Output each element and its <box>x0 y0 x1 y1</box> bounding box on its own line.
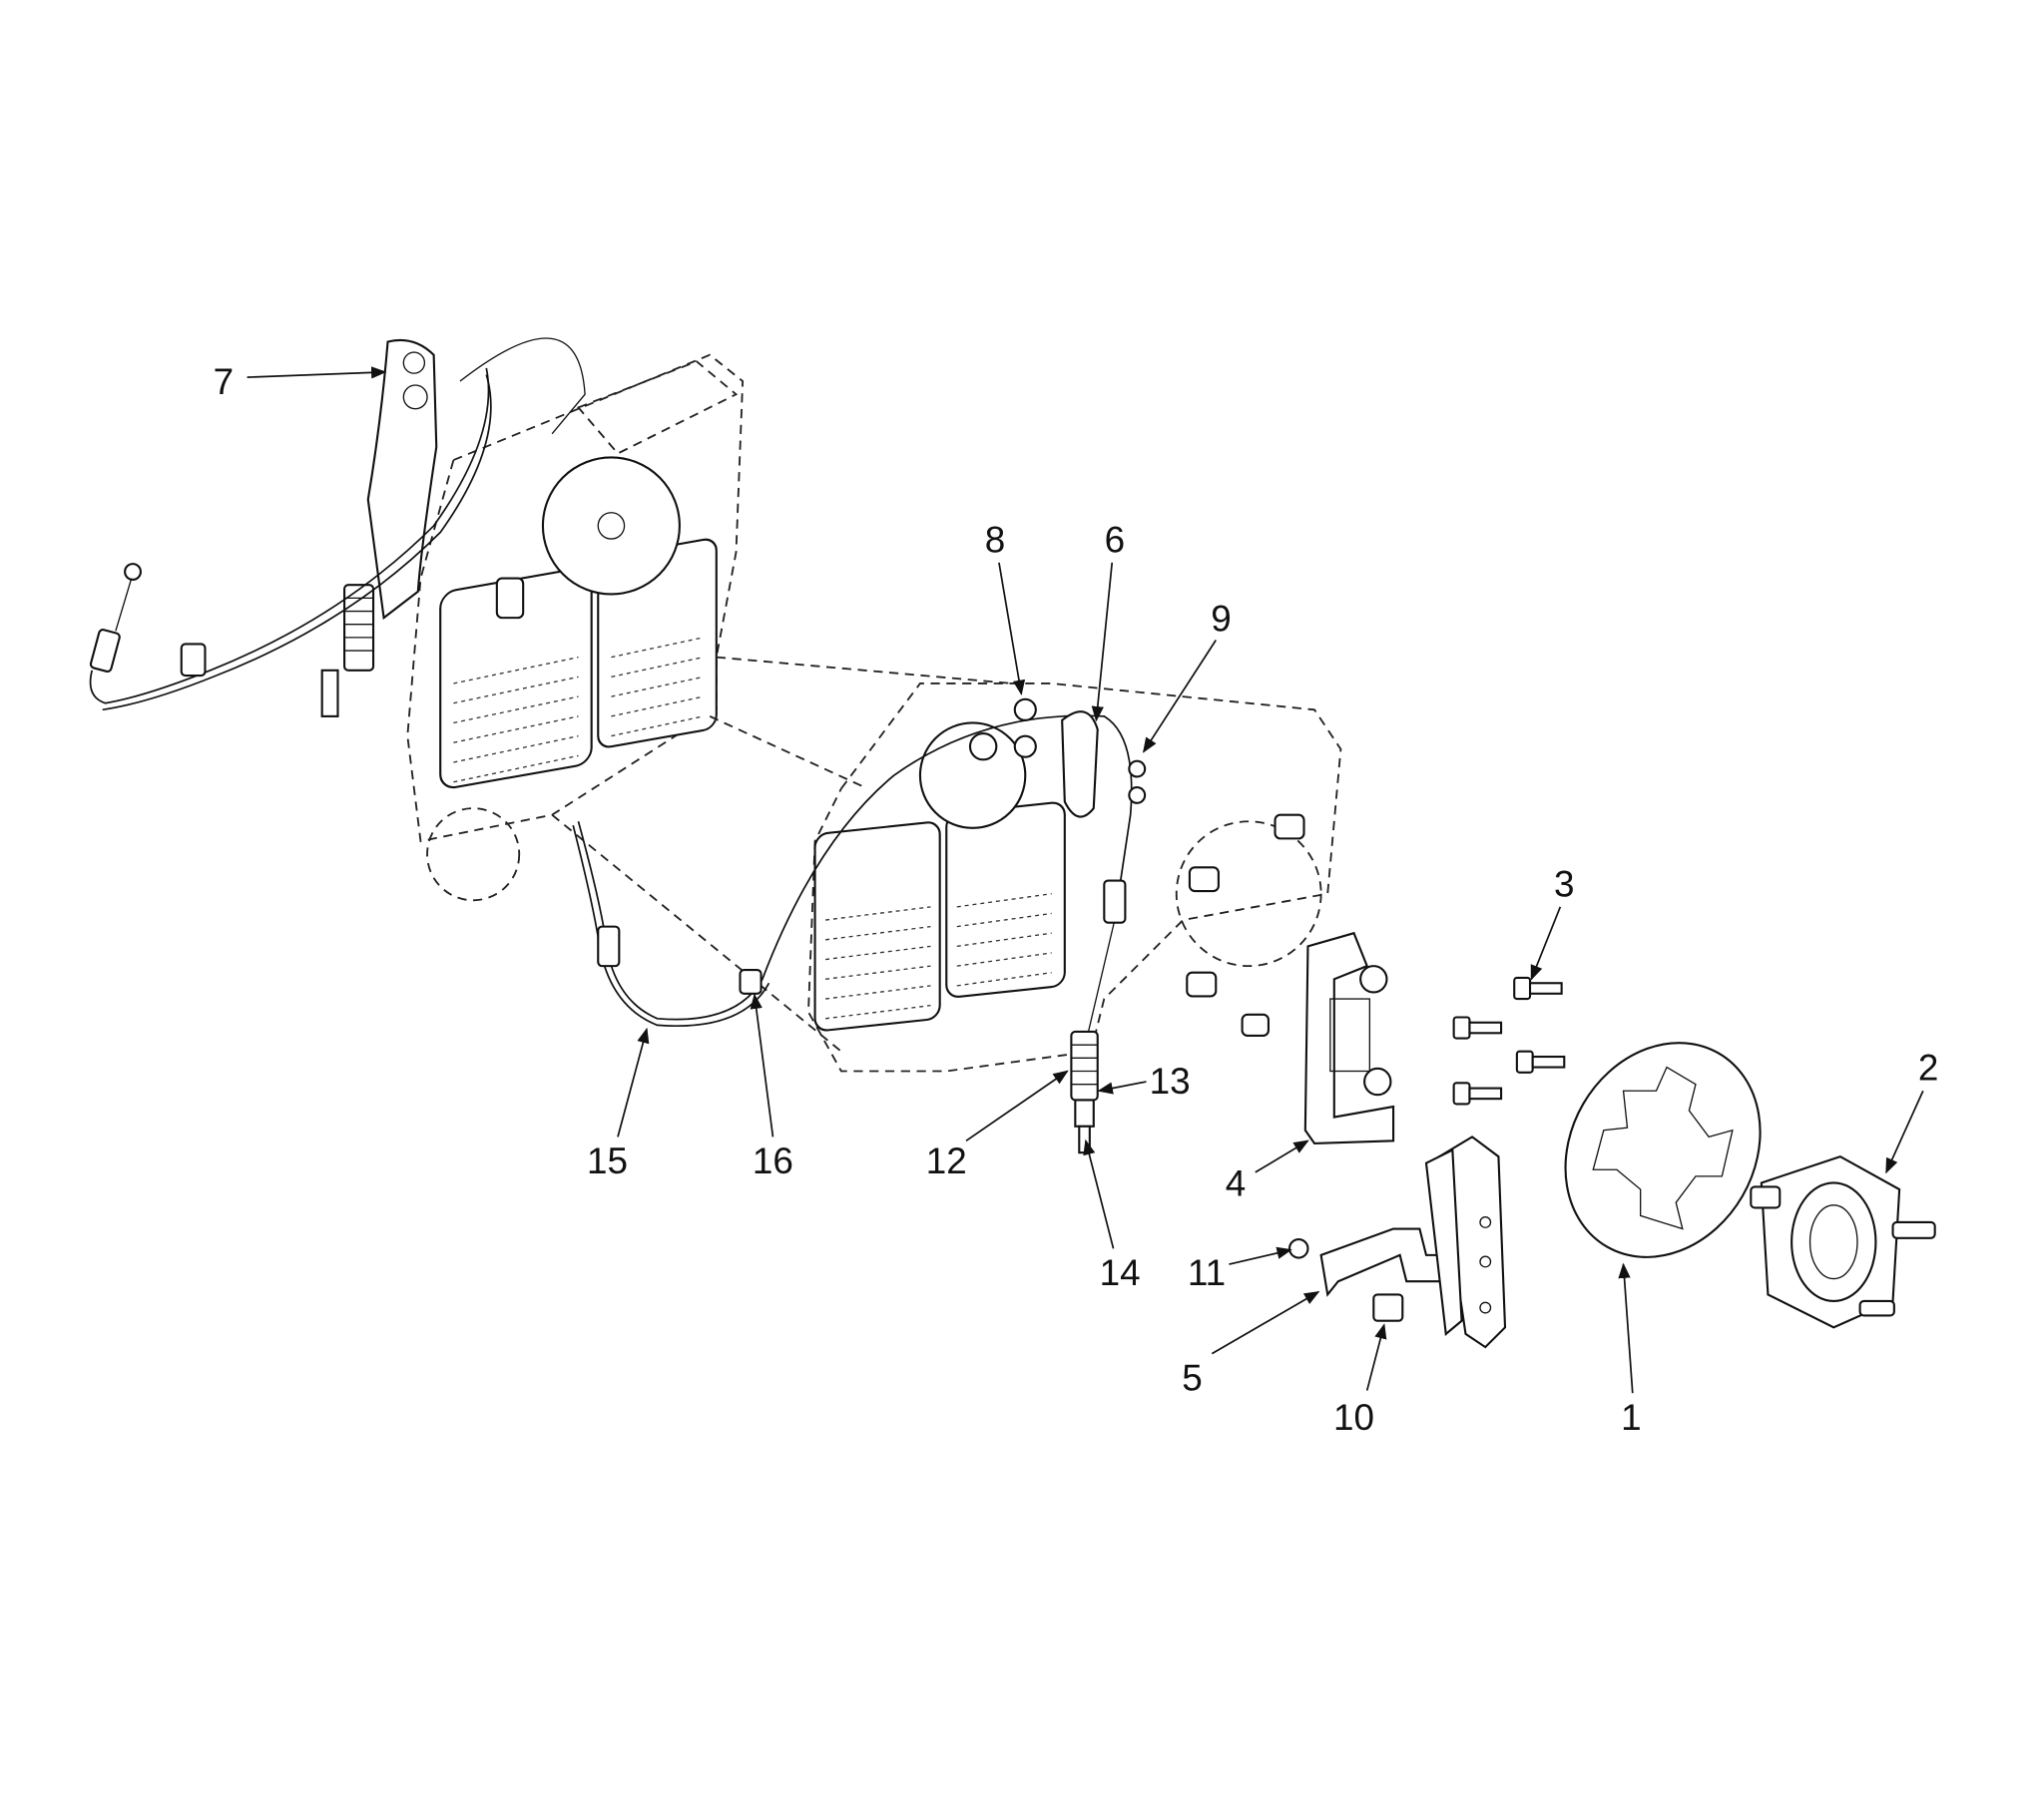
callout-10: 10 <box>1333 1397 1374 1438</box>
callout-15: 15 <box>587 1140 628 1181</box>
callout-9: 9 <box>1211 598 1232 639</box>
callout-8: 8 <box>985 519 1006 560</box>
callout-leaders <box>247 366 1924 1394</box>
nut-11 <box>1287 1238 1309 1259</box>
wheel-hub-2 <box>1750 1154 1936 1329</box>
callout-6: 6 <box>1105 519 1126 560</box>
left-cable <box>89 367 492 711</box>
brake-disc-1 <box>1564 1042 1762 1258</box>
callout-11: 11 <box>1188 1252 1226 1293</box>
callout-2: 2 <box>1918 1048 1939 1089</box>
callout-7: 7 <box>214 361 235 402</box>
cable-clamp-16 <box>739 969 763 995</box>
bolts-3 <box>1452 976 1566 1106</box>
left-transaxle-unit <box>406 353 745 902</box>
right-transaxle-unit <box>551 656 1342 1073</box>
caliper-bracket-5 <box>1287 1136 1507 1349</box>
pad-10 <box>1372 1293 1404 1322</box>
callout-5: 5 <box>1182 1358 1203 1399</box>
callout-1: 1 <box>1621 1397 1642 1438</box>
callout-13: 13 <box>1150 1061 1191 1102</box>
mount-bracket-4 <box>1303 931 1395 1145</box>
callout-12: 12 <box>926 1140 967 1181</box>
spring-rod-assembly <box>1070 879 1127 1154</box>
callout-labels: 7 8 6 9 3 2 4 15 16 12 13 14 11 5 10 1 <box>214 361 1939 1438</box>
callout-4: 4 <box>1226 1163 1247 1204</box>
callout-3: 3 <box>1554 863 1575 904</box>
shift-bracket-7 <box>320 337 586 717</box>
callout-14: 14 <box>1100 1252 1141 1293</box>
cable-bracket-6 <box>1013 697 1147 818</box>
callout-16: 16 <box>753 1140 793 1181</box>
